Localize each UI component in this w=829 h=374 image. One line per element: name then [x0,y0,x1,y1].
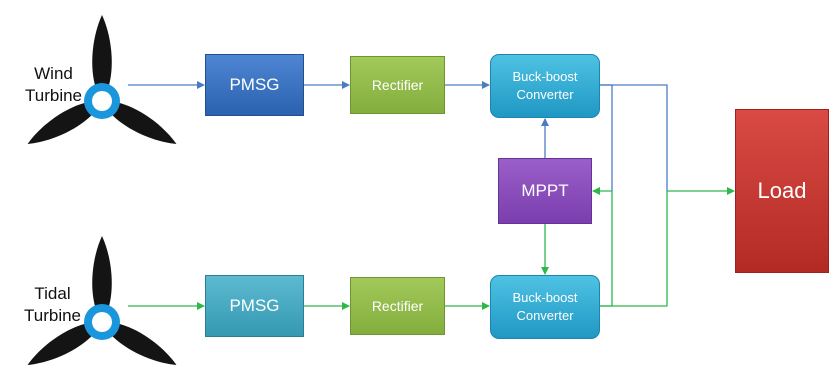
pmsg-tidal-label: PMSG [229,296,280,315]
wind-turbine-label-line1: Wind [34,64,73,83]
pmsg-wind-block: PMSG [205,54,304,116]
wind-to-load-line [600,84,668,191]
pmsg-tidal-block: PMSG [205,275,304,337]
rectifier-wind-label: Rectifier [371,77,424,93]
converter-wind-block: Buck-boost Converter [490,54,600,118]
converter-wind-label-line1: Buck-boost [512,69,578,84]
tidal-turbine-label: Tidal Turbine [24,283,81,327]
tidal-feedback-line [600,191,613,307]
rectifier-tidal-label: Rectifier [371,298,424,314]
load-block: Load [735,109,829,273]
converter-wind-label-line2: Converter [516,87,574,102]
converter-tidal-block: Buck-boost Converter [490,275,600,339]
rectifier-wind-block: Rectifier [350,56,445,114]
converter-tidal-label-line1: Buck-boost [512,290,578,305]
wind-feedback-line [600,84,613,191]
mppt-block: MPPT [498,158,592,224]
tidal-to-load-line [600,191,668,307]
wind-turbine-icon [27,15,177,144]
tidal-turbine-icon [27,236,177,365]
tidal-turbine-label-line1: Tidal [34,284,71,303]
tidal-turbine-label-line2: Turbine [24,306,82,325]
pmsg-wind-label: PMSG [229,75,280,94]
rectifier-tidal-block: Rectifier [350,277,445,335]
converter-tidal-label-line2: Converter [516,308,574,323]
load-label: Load [757,178,807,203]
wind-turbine-label: Wind Turbine [25,63,82,107]
mppt-label: MPPT [521,181,569,200]
wind-turbine-label-line2: Turbine [25,86,83,105]
